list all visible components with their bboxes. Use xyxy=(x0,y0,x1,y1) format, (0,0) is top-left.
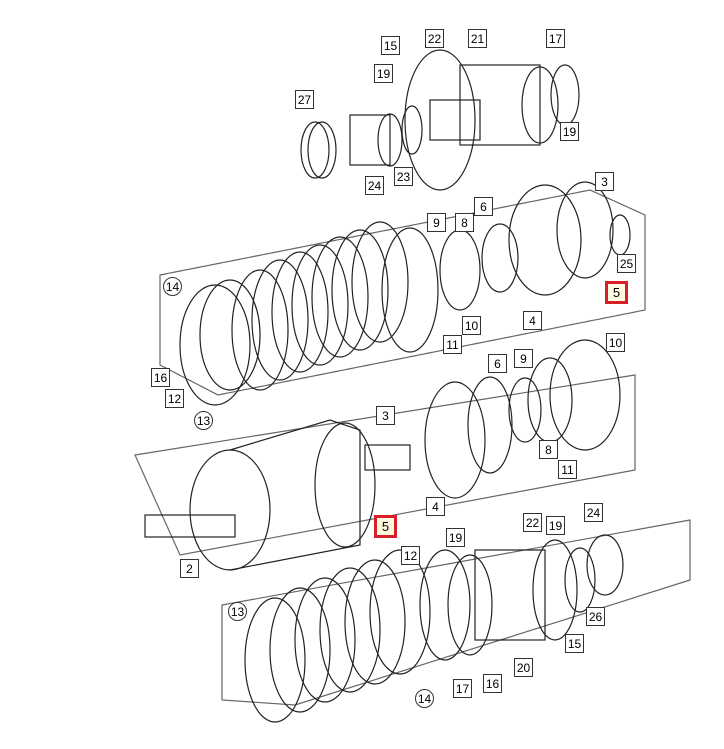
bearing-24b xyxy=(586,534,624,596)
spring-26 xyxy=(564,547,596,613)
ring-15b xyxy=(532,539,578,641)
callout-16: 16 xyxy=(483,674,502,693)
callout-23: 23 xyxy=(394,167,413,186)
callout-14: 14 xyxy=(415,689,434,708)
callout-5: 5 xyxy=(374,515,397,538)
ring-17 xyxy=(550,64,580,126)
callout-3: 3 xyxy=(376,406,395,425)
callout-10: 10 xyxy=(606,333,625,352)
top-assembly xyxy=(300,49,580,191)
gear-21 xyxy=(459,64,541,146)
gear-19c xyxy=(419,549,471,661)
callout-27: 27 xyxy=(295,90,314,109)
callout-15: 15 xyxy=(565,634,584,653)
piston-4 xyxy=(424,381,486,499)
callout-10: 10 xyxy=(462,316,481,335)
plate-13b xyxy=(244,597,306,723)
callout-19: 19 xyxy=(546,516,565,535)
clutch-pack-upper xyxy=(231,221,409,391)
callout-8: 8 xyxy=(539,440,558,459)
callout-4: 4 xyxy=(426,497,445,516)
callout-13: 13 xyxy=(228,602,247,621)
spring-8 xyxy=(481,223,519,293)
callout-11: 11 xyxy=(443,335,462,354)
callout-12: 12 xyxy=(165,389,184,408)
bottom-assembly xyxy=(244,534,624,723)
plate-12 xyxy=(199,279,261,391)
snap-ring-15 xyxy=(404,49,476,191)
callout-20: 20 xyxy=(514,658,533,677)
piston-6b xyxy=(467,376,513,474)
callout-6: 6 xyxy=(488,354,507,373)
callout-15: 15 xyxy=(381,36,400,55)
callout-8: 8 xyxy=(455,213,474,232)
callout-14: 14 xyxy=(163,277,182,296)
callout-9: 9 xyxy=(427,213,446,232)
housing-3 xyxy=(556,181,614,279)
middle-assembly-upper xyxy=(179,181,631,406)
spring-8b xyxy=(508,377,542,443)
callout-2: 2 xyxy=(180,559,199,578)
spring-10 xyxy=(439,229,481,311)
callout-17: 17 xyxy=(453,679,472,698)
callout-19: 19 xyxy=(374,64,393,83)
callout-19: 19 xyxy=(446,528,465,547)
callout-4: 4 xyxy=(523,311,542,330)
callout-11: 11 xyxy=(558,460,577,479)
shaft-2 xyxy=(144,514,236,538)
ring-10b xyxy=(549,339,621,451)
callout-25: 25 xyxy=(617,254,636,273)
callout-16: 16 xyxy=(151,368,170,387)
ring-16b xyxy=(447,554,493,656)
seal-27 xyxy=(300,121,330,179)
callout-6: 6 xyxy=(474,197,493,216)
ring-11 xyxy=(381,227,439,353)
callout-19: 19 xyxy=(560,122,579,141)
plate-16 xyxy=(179,284,251,406)
callout-26: 26 xyxy=(586,607,605,626)
callout-9: 9 xyxy=(514,349,533,368)
frame-upper xyxy=(159,189,646,396)
gear-20 xyxy=(474,549,546,641)
callout-24: 24 xyxy=(365,176,384,195)
callout-22: 22 xyxy=(425,29,444,48)
callout-17: 17 xyxy=(546,29,565,48)
drum-2 xyxy=(189,449,271,571)
callout-5: 5 xyxy=(605,281,628,304)
callout-22: 22 xyxy=(523,513,542,532)
shaft-22 xyxy=(429,99,481,141)
callout-21: 21 xyxy=(468,29,487,48)
piston-6 xyxy=(508,184,582,296)
callout-13: 13 xyxy=(194,411,213,430)
callout-12: 12 xyxy=(401,546,420,565)
callout-3: 3 xyxy=(595,172,614,191)
callout-24: 24 xyxy=(584,503,603,522)
ring-23 xyxy=(401,105,423,155)
bearing-24 xyxy=(349,114,391,166)
spline-3 xyxy=(364,444,411,471)
